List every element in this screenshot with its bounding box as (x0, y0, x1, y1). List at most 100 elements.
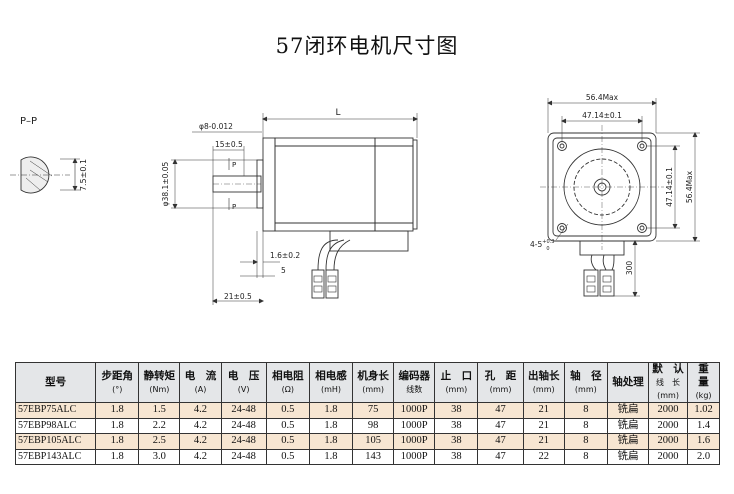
table-cell: 0.5 (265, 433, 310, 450)
column-header-unit: (mm) (445, 384, 468, 394)
table-cell: 22 (522, 448, 565, 465)
column-header-unit: (mm) (574, 384, 597, 394)
table-cell: 21 (522, 402, 565, 419)
column-header-unit: (kg) (695, 391, 712, 400)
table-cell: 24-48 (220, 448, 267, 465)
table-cell: 1.8 (308, 402, 354, 419)
table-cell: 24-48 (220, 433, 267, 450)
section-view (10, 156, 80, 194)
table-cell: 4.2 (179, 417, 222, 434)
column-header-name: 孔 距 (484, 369, 517, 382)
table-cell: 38 (434, 433, 479, 450)
table-cell: 8 (563, 433, 608, 450)
section-mark-bottom: P (232, 203, 236, 211)
table-cell: 2000 (648, 417, 689, 434)
table-cell: 1000P (393, 448, 436, 465)
table-cell: 1.8 (308, 433, 354, 450)
column-header: 静转矩(Nm) (138, 362, 181, 403)
table-cell: 143 (352, 448, 395, 465)
section-label: P–P (20, 116, 37, 127)
table-cell: 47 (477, 433, 524, 450)
table-cell: 38 (434, 448, 479, 465)
column-header-name: 编码器 (398, 369, 430, 382)
table-cell: 1.02 (687, 402, 720, 419)
table-cell: 38 (434, 417, 479, 434)
column-header-unit: (°) (112, 384, 123, 394)
table-cell: 47 (477, 417, 524, 434)
flat-label: 15±0.5 (215, 140, 243, 149)
column-header-name: 止 口 (440, 369, 473, 382)
table-cell: 1.8 (95, 448, 140, 465)
table-cell: 4.2 (179, 448, 222, 465)
model-cell: 57EBP75ALC (14, 402, 97, 419)
table-cell: 2000 (648, 448, 689, 465)
table-cell: 4.2 (179, 402, 222, 419)
table-cell: 47 (477, 448, 524, 465)
model-cell: 57EBP105ALC (14, 433, 97, 450)
table-cell: 2.2 (138, 417, 181, 434)
column-header: 相电感 (mH) (308, 362, 354, 403)
column-header: 相电阻(Ω) (265, 362, 310, 403)
table-cell: 0.5 (265, 448, 310, 465)
column-header-unit: 线数 (406, 384, 423, 394)
table-cell: 47 (477, 402, 524, 419)
table-cell: 2000 (648, 402, 689, 419)
table-cell: 105 (352, 433, 395, 450)
table-cell: 1.8 (95, 417, 140, 434)
boss-label: φ38.1±0.05 (161, 161, 170, 206)
section-dim: 7.5±0.1 (79, 159, 88, 191)
table-cell: 21 (522, 433, 565, 450)
table-cell: 1.5 (138, 402, 181, 419)
table-cell: 1.4 (687, 417, 720, 434)
cable-label: 300 (625, 261, 634, 276)
column-header-name: 型号 (45, 376, 67, 388)
column-header-unit: (Ω) (281, 384, 294, 394)
table-cell: 0.5 (265, 402, 310, 419)
side-view (171, 113, 419, 305)
column-header: 电 压(V) (220, 362, 267, 403)
height-max-label: 56.4Max (685, 170, 694, 203)
column-header-unit: (V) (237, 384, 250, 394)
column-header-name: 出轴长 (527, 369, 560, 382)
column-header-name: 电 流 (184, 369, 217, 382)
shaft-len-label: 21±0.5 (224, 292, 252, 301)
spec-table: 型号 步距角(°)静转矩(Nm)电 流 (A) 电 压(V)相电阻(Ω) 相电感 (mH)… (14, 362, 720, 465)
table-cell: 21 (522, 417, 565, 434)
column-header-unit: (A) (194, 384, 207, 394)
table-cell: 24-48 (220, 402, 267, 419)
length-label: L (335, 108, 340, 118)
table-cell: 4.2 (179, 433, 222, 450)
table-cell: 铣扁 (606, 448, 650, 465)
bolt-y-label: 47.14±0.1 (665, 167, 674, 207)
table-cell: 24-48 (220, 417, 267, 434)
column-header: 孔 距(mm) (477, 362, 524, 403)
column-header-name: 相电感 (315, 369, 347, 382)
column-header: 编码器线数 (393, 362, 436, 403)
table-cell: 0.5 (265, 417, 310, 434)
column-header-name: 默 认 (652, 363, 684, 376)
table-cell: 1.8 (95, 402, 140, 419)
table-header-row: 型号 步距角(°)静转矩(Nm)电 流 (A) 电 压(V)相电阻(Ω) 相电感 (mH)… (14, 362, 720, 403)
column-header-name: 轴处理 (612, 376, 644, 388)
table-cell: 1.8 (95, 433, 140, 450)
column-header-unit: (mm) (362, 384, 385, 394)
shaft-dia-label: φ8-0.012 (199, 122, 233, 131)
column-header-unit: 线 长 (mm) (656, 378, 681, 400)
table-cell: 98 (352, 417, 395, 434)
column-header-unit: (mH) (320, 384, 342, 394)
table-cell: 铣扁 (606, 417, 650, 434)
table-cell: 2.0 (687, 448, 720, 465)
table-cell: 1000P (393, 402, 436, 419)
column-header: 轴处理 (606, 362, 650, 403)
column-header: 机身长(mm) (352, 362, 395, 403)
column-header-name: 重 量 (698, 363, 720, 389)
table-cell: 38 (434, 402, 479, 419)
column-header-unit: (mm) (532, 384, 555, 394)
table-cell: 2000 (648, 433, 689, 450)
width-max-label: 56.4Max (586, 93, 619, 102)
column-header: 轴 径(mm) (563, 362, 608, 403)
column-header: 步距角(°) (95, 362, 140, 403)
